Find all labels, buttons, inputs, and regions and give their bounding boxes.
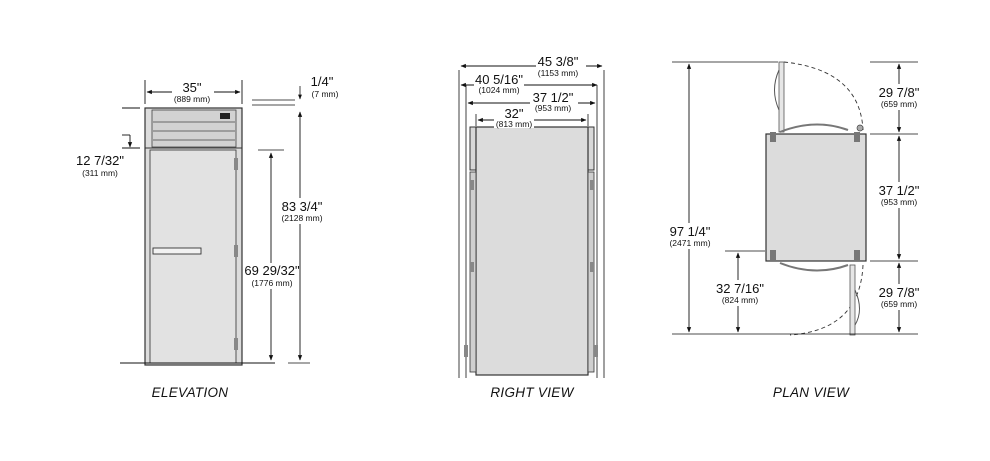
control-panel-icon [220, 113, 230, 119]
plan-total-mm: (2471 mm) [669, 238, 710, 248]
right-view-overall-mm: (1153 mm) [538, 68, 579, 78]
plan-depth-inches: 37 1/2" [879, 183, 920, 198]
elevation-caption: ELEVATION [152, 385, 229, 400]
right-view-d3-mm: (813 mm) [496, 119, 533, 129]
elevation-width-mm: (889 mm) [174, 94, 211, 104]
door-swing-arc-upper [783, 61, 864, 131]
elevation-view: 35" (889 mm) 12 7/32" (311 mm) 1/4" (7 m… [76, 74, 339, 400]
right-view: 45 3/8" (1153 mm) 40 5/16" (1024 mm) 37 … [458, 54, 605, 400]
right-view-d3-inches: 32" [504, 106, 523, 121]
plan-view-caption: PLAN VIEW [773, 385, 850, 400]
elevation-door-height-inches: 69 29/32" [244, 263, 300, 278]
plan-upper-swing-mm: (659 mm) [881, 99, 918, 109]
elevation-offset-mm: (7 mm) [312, 89, 339, 99]
elevation-total-height-inches: 83 3/4" [282, 199, 323, 214]
elevation-top-height-mm: (311 mm) [82, 168, 118, 178]
elevation-width-inches: 35" [182, 80, 201, 95]
elevation-door [149, 149, 237, 364]
right-view-d2-inches: 37 1/2" [533, 90, 574, 105]
plan-door-clearance-inches: 32 7/16" [716, 281, 764, 296]
right-view-body [475, 126, 589, 376]
plan-view-body [765, 133, 867, 262]
right-view-d1-inches: 40 5/16" [475, 72, 523, 87]
plan-total-inches: 97 1/4" [670, 224, 711, 239]
elevation-door-height-mm: (1776 mm) [251, 278, 292, 288]
plan-depth-mm: (953 mm) [881, 197, 918, 207]
door-handle [152, 247, 202, 255]
elevation-offset-inches: 1/4" [311, 74, 334, 89]
plan-lower-swing-inches: 29 7/8" [879, 285, 920, 300]
plan-upper-swing-inches: 29 7/8" [879, 85, 920, 100]
right-view-caption: RIGHT VIEW [490, 385, 574, 400]
right-view-overall-inches: 45 3/8" [538, 54, 579, 69]
right-view-d1-mm: (1024 mm) [478, 85, 519, 95]
plan-door-clearance-mm: (824 mm) [722, 295, 759, 305]
plan-view: 97 1/4" (2471 mm) 32 7/16" (824 mm) 29 7… [666, 61, 922, 400]
plan-lower-swing-mm: (659 mm) [881, 299, 918, 309]
elevation-top-height-inches: 12 7/32" [76, 153, 124, 168]
door-swing-arc-lower [789, 264, 864, 336]
elevation-total-height-mm: (2128 mm) [281, 213, 322, 223]
right-view-d2-mm: (953 mm) [535, 103, 572, 113]
